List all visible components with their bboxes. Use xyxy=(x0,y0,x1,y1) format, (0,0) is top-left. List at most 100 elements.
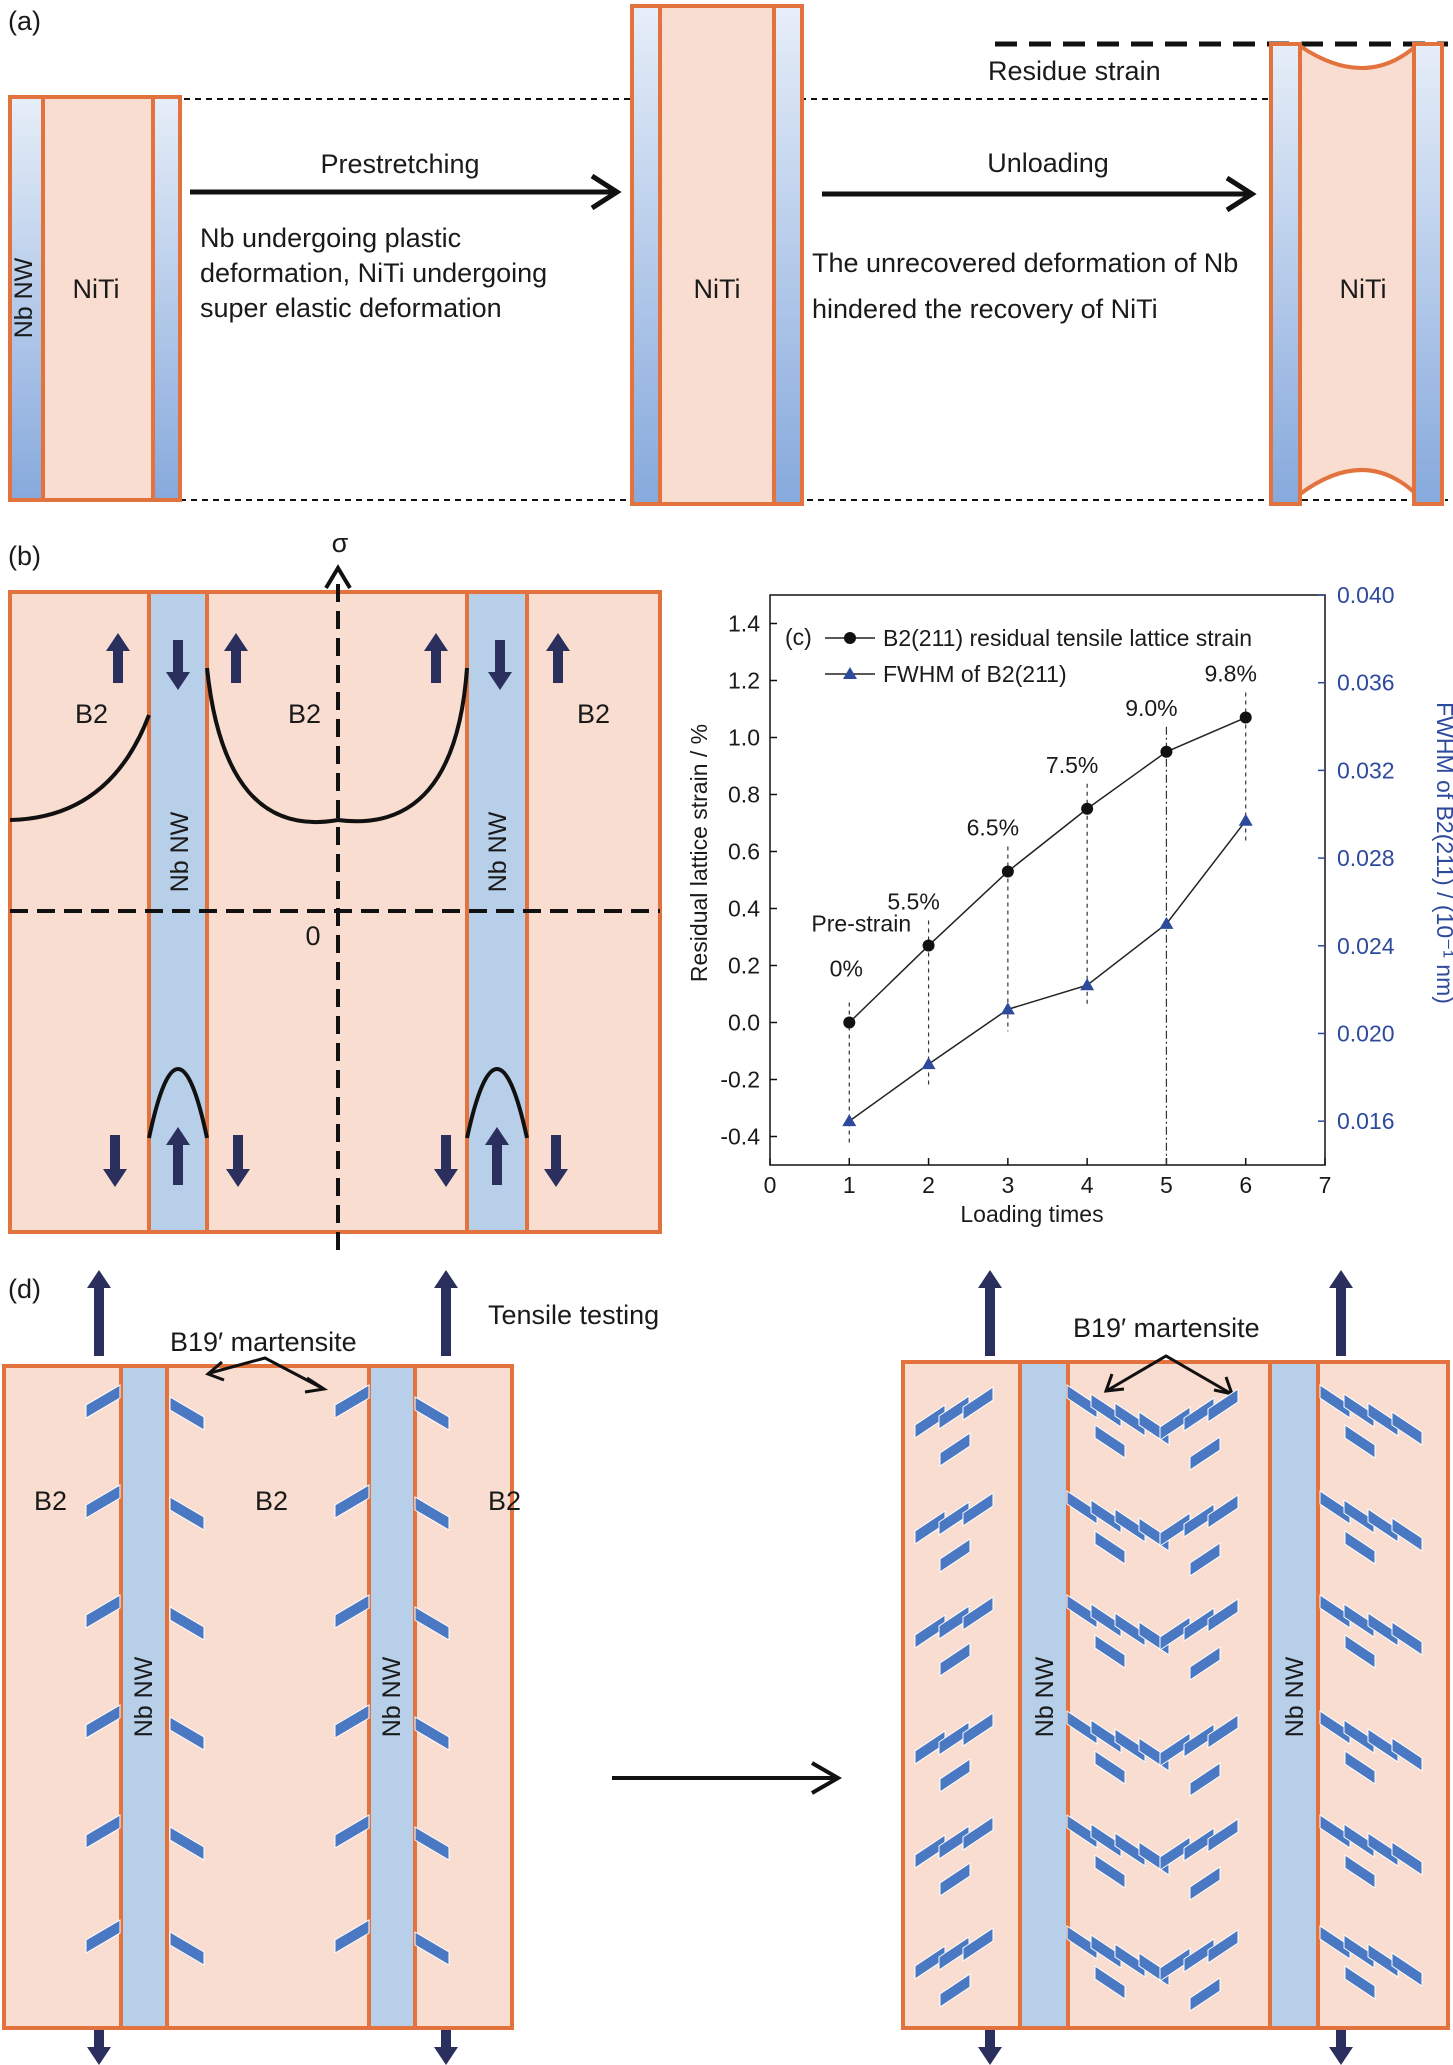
martensite-plate xyxy=(414,1396,450,1431)
nb-nw-label: Nb NW xyxy=(484,811,512,892)
martensite-plate xyxy=(962,1712,994,1747)
martensite-plate xyxy=(1391,1841,1423,1876)
martensite-plate xyxy=(85,1484,121,1519)
martensite-pointer xyxy=(209,1356,323,1390)
martensite-plate xyxy=(85,1594,121,1629)
b2-label: B2 xyxy=(488,1486,521,1516)
martensite-plates xyxy=(85,1384,1423,2012)
nb-nanowire xyxy=(367,1364,417,2030)
martensite-plate xyxy=(1189,1762,1221,1797)
down-arrow xyxy=(978,2030,1002,2065)
martensite-plate xyxy=(334,1594,370,1629)
panel-c-chart: Residual lattice strain / % FWHM of B2(2… xyxy=(686,582,1453,1227)
martensite-plate xyxy=(1114,1508,1146,1543)
prestrain-annotation: 9.0% xyxy=(1125,695,1177,721)
martensite-plate xyxy=(1344,1854,1376,1889)
y-tick-label: -0.2 xyxy=(720,1067,760,1093)
panel-b-label: (b) xyxy=(8,541,41,571)
fwhm-point xyxy=(921,1057,936,1070)
martensite-plate xyxy=(1367,1612,1399,1647)
martensite-plate xyxy=(1207,1929,1239,1964)
up-arrow xyxy=(166,1127,190,1185)
martensite-plate xyxy=(939,1538,971,1573)
martensite-plate xyxy=(1066,1594,1098,1629)
martensite-plate xyxy=(1066,1490,1098,1525)
nb-nanowire xyxy=(1269,42,1302,506)
martensite-plate xyxy=(1114,1943,1146,1978)
y-tick-label: -0.4 xyxy=(720,1124,760,1150)
sigma-label: σ xyxy=(332,528,349,558)
martensite-plate xyxy=(962,1492,994,1527)
prestrain-label: Pre-strain xyxy=(811,910,911,936)
nb-nanowire xyxy=(630,4,662,506)
martensite-plate xyxy=(169,1931,205,1966)
panel-a: (a) Residue strain Nb NW NiTi Prestretch… xyxy=(8,4,1448,506)
martensite-plate xyxy=(1391,1621,1423,1656)
martensite-plate xyxy=(1189,1436,1221,1471)
martensite-plate xyxy=(1090,1934,1122,1969)
martensite-plate xyxy=(1367,1508,1399,1543)
initial-composite: Nb NW NiTi xyxy=(8,95,182,502)
martensite-plate xyxy=(85,1384,121,1419)
prestrain-annotation: 5.5% xyxy=(887,889,939,915)
y2-tick-label: 0.036 xyxy=(1337,670,1395,696)
x-axis-title: Loading times xyxy=(960,1201,1103,1227)
b2-label: B2 xyxy=(75,699,108,729)
martensite-plate xyxy=(1319,1925,1351,1960)
martensite-plate xyxy=(1114,1832,1146,1867)
martensite-plate xyxy=(1343,1719,1375,1754)
nb-nw-label: Nb NW xyxy=(130,1656,158,1737)
y-tick-label: 0.4 xyxy=(728,896,760,922)
nb-nanowire xyxy=(119,1364,169,2030)
martensite-plate xyxy=(334,1704,370,1739)
up-arrow xyxy=(1329,1270,1353,1356)
down-arrow xyxy=(434,2030,458,2065)
legend-marker xyxy=(843,667,857,679)
martensite-plate xyxy=(1114,1402,1146,1437)
martensite-plate xyxy=(334,1814,370,1849)
chart-panel-label: (c) xyxy=(785,624,812,650)
martensite-plate xyxy=(962,1386,994,1421)
y-axis-title: Residual lattice strain / % xyxy=(686,724,712,982)
martensite-plate xyxy=(939,1758,971,1793)
panel-d: (d) Tensile testing Nb NW Nb NW B2 B2 B2… xyxy=(2,1270,1450,2065)
martensite-plate xyxy=(1319,1710,1351,1745)
y2-axis-title: FWHM of B2(211) / (10⁻¹ nm) xyxy=(1432,702,1453,1004)
martensite-plate xyxy=(334,1384,370,1419)
down-arrow xyxy=(488,640,512,690)
down-arrow xyxy=(103,1135,127,1187)
up-arrow xyxy=(434,1270,458,1356)
x-tick-label: 7 xyxy=(1319,1172,1332,1198)
prestretch-desc: deformation, NiTi undergoing xyxy=(200,258,547,288)
martensite-plate xyxy=(1344,1634,1376,1669)
y-tick-label: 1.2 xyxy=(728,668,760,694)
y2-tick-label: 0.028 xyxy=(1337,845,1395,871)
down-arrow xyxy=(226,1135,250,1187)
y-tick-label: 1.4 xyxy=(728,611,760,637)
unload-desc: hindered the recovery of NiTi xyxy=(812,294,1158,324)
tensile-arrows xyxy=(87,1270,1353,2065)
plot-frame xyxy=(769,594,1326,1166)
martensite-plate xyxy=(1344,1530,1376,1565)
martensite-plate xyxy=(1090,1393,1122,1428)
martensite-plate xyxy=(1189,1646,1221,1681)
fwhm-point xyxy=(1000,1002,1015,1015)
nb-nanowire xyxy=(772,4,804,506)
prestrain-annotation: 6.5% xyxy=(967,814,1019,840)
martensite-plate xyxy=(85,1704,121,1739)
martensite-plate xyxy=(939,1432,971,1467)
panel-a-label: (a) xyxy=(8,6,41,36)
martensite-plate xyxy=(1344,1750,1376,1785)
nb-nanowire xyxy=(1412,42,1444,506)
stress-curve xyxy=(9,714,151,822)
strain-point xyxy=(1081,802,1094,815)
nb-nw-label: Nb NW xyxy=(378,1656,406,1737)
martensite-plate xyxy=(1391,1517,1423,1552)
martensite-plate xyxy=(85,1814,121,1849)
martensite-plate xyxy=(1207,1494,1239,1529)
strain-point xyxy=(1001,865,1014,878)
y2-tick-label: 0.032 xyxy=(1337,757,1395,783)
martensite-plate xyxy=(1066,1925,1098,1960)
prestretching-label: Prestretching xyxy=(320,149,479,179)
martensite-plate xyxy=(1189,1977,1221,2012)
